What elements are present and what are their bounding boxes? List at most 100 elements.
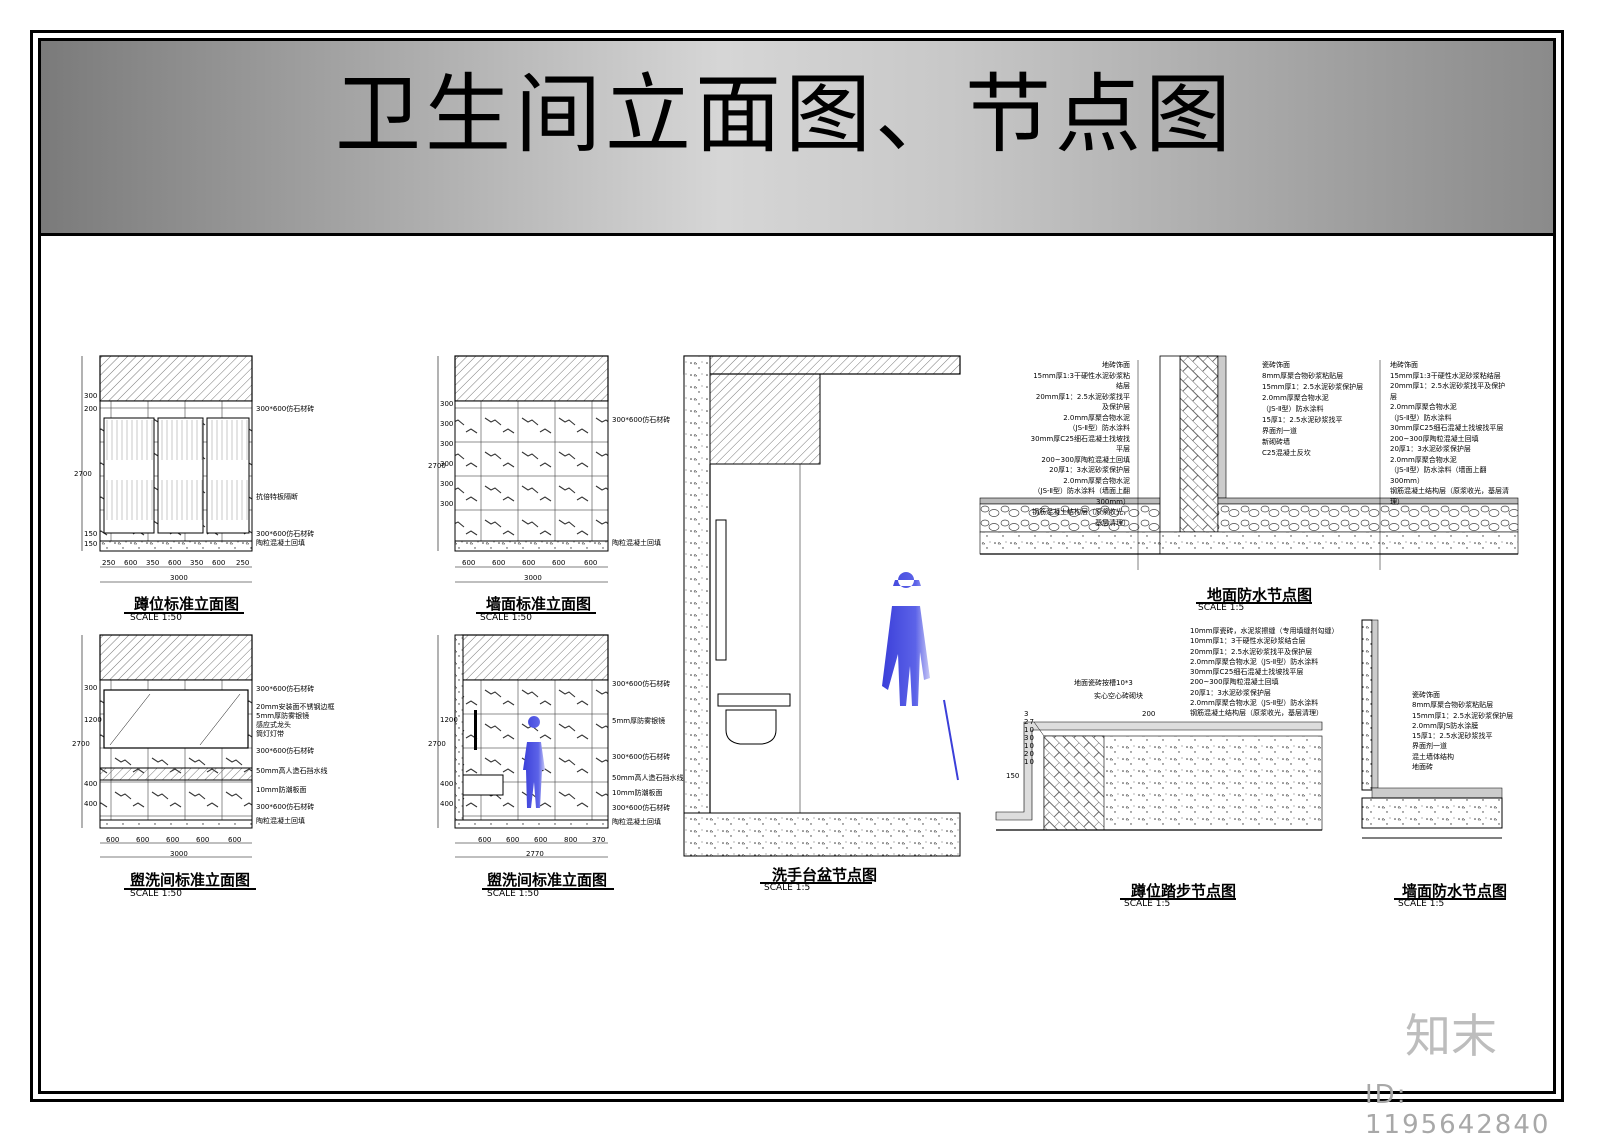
note: 10mm防潮板面 xyxy=(256,786,307,794)
note: 15厚1：2.5水泥砂浆找平 xyxy=(1262,416,1343,424)
inner-frame xyxy=(38,38,1556,1094)
note: 30mm厚C25细石混凝土找坡找平层 xyxy=(1390,424,1504,432)
note: 20厚1：3水泥砂浆保护层 xyxy=(1390,445,1471,453)
dim-text: 400 xyxy=(440,780,454,788)
note: 200~300厚陶粒混凝土回填 xyxy=(1390,434,1479,443)
dim-text: 400 xyxy=(440,800,454,808)
dim-text: 350 xyxy=(190,559,204,567)
dim-text: 27 xyxy=(1024,718,1035,726)
node-squat-step xyxy=(995,721,1323,831)
dim-text: 300 xyxy=(440,440,454,448)
title-underline xyxy=(1120,898,1236,900)
elevation-wall xyxy=(437,355,609,583)
note: 2.0mm厚JS防水涂膜 xyxy=(1412,721,1479,730)
note: 8mm厚聚合物砂浆粘贴层 xyxy=(1412,701,1494,710)
dim-text: 30 xyxy=(1024,734,1035,742)
dim-text: 150 xyxy=(84,540,98,548)
dim-total: 2770 xyxy=(526,850,544,858)
dim-text: 10 xyxy=(1024,758,1035,766)
dim-text: 200 xyxy=(84,405,98,413)
note: （JS-Ⅱ型）防水涂料 xyxy=(1262,405,1324,413)
title-underline xyxy=(1394,898,1506,900)
note: 2.0mm厚聚合物水泥 xyxy=(1390,403,1457,411)
note: （JS-Ⅱ型）防水涂料（墙面上翻300mm） xyxy=(1033,487,1130,506)
dim-text: 800 xyxy=(564,836,578,844)
note: C25混凝土反坎 xyxy=(1262,449,1311,457)
note: 钢筋混凝土结构层（原浆收光，基层清理） xyxy=(1390,487,1509,506)
dim-text: 600 xyxy=(124,559,138,567)
drawing-title: 蹲位踏步节点图 xyxy=(1131,882,1237,900)
dim-text: 600 xyxy=(166,836,180,844)
note: 30mm厚C25细石混凝土找坡找平层 xyxy=(1030,434,1130,454)
dim-total: 3000 xyxy=(170,850,188,858)
note: 50mm高人造石挡水线 xyxy=(256,767,328,775)
dim-text: 600 xyxy=(196,836,210,844)
note: 15mm厚1:3干硬性水泥砂浆粘结层 xyxy=(1033,371,1130,391)
note: 混土墙体结构 xyxy=(1412,752,1454,761)
dim-text: 600 xyxy=(136,836,150,844)
note-stack: 瓷砖饰面 8mm厚聚合物砂浆粘贴层 15mm厚1：2.5水泥砂浆保护层 2.0m… xyxy=(1262,360,1363,459)
note: 300*600仿石材砖 xyxy=(256,747,315,755)
note: 300*600仿石材砖 xyxy=(256,803,315,811)
note: 300*600仿石材砖 xyxy=(612,680,671,688)
note: 新砌砖墙 xyxy=(1262,438,1290,446)
dim-text: 300 xyxy=(440,500,454,508)
dim-total: 3000 xyxy=(524,574,542,582)
dim-text: 300 xyxy=(84,684,98,692)
note: 钢筋混凝土结构层（原浆收光，基层清理） xyxy=(1190,709,1323,718)
note: 15厚1：2.5水泥砂浆找平 xyxy=(1412,732,1493,741)
title-underline xyxy=(1196,602,1312,604)
dim-text: 2700 xyxy=(428,462,446,470)
dim-text: 300 xyxy=(440,400,454,408)
note: 10mm厚1：3干硬性水泥砂浆结合层 xyxy=(1190,637,1306,646)
note: （JS-Ⅱ型）防水涂料 xyxy=(1390,413,1452,422)
scale-label: SCALE 1:50 xyxy=(487,889,539,899)
note: 5mm厚防雾银镜 xyxy=(256,712,310,720)
dim-text: 600 xyxy=(522,559,536,567)
elevation-washroom-left xyxy=(81,634,253,858)
note: 瓷砖饰面 xyxy=(1262,361,1290,369)
note: 2.0mm厚聚合物水泥 xyxy=(1063,413,1130,422)
dim-text: 300 xyxy=(440,420,454,428)
note: 20厚1：3水泥砂浆保护层 xyxy=(1049,466,1130,474)
note: 2.0mm厚聚合物水泥（JS-Ⅱ型）防水涂料 xyxy=(1190,699,1319,708)
dim-text: 250 xyxy=(102,559,116,567)
drawing-title: 洗手台盆节点图 xyxy=(772,866,878,884)
dim-text: 370 xyxy=(592,836,606,844)
dim-text: 600 xyxy=(584,559,598,567)
dim-text: 20 xyxy=(1024,750,1035,758)
watermark-id: ID: 1195642840 xyxy=(1365,1080,1551,1140)
note: 300*600仿石材砖 xyxy=(256,685,315,693)
dim-text: 2700 xyxy=(428,740,446,748)
dim-text: 150 xyxy=(84,530,98,538)
drawing-title: 蹲位标准立面图 xyxy=(134,595,240,613)
dim-text: 600 xyxy=(168,559,182,567)
scale-label: SCALE 1:50 xyxy=(130,889,182,899)
dim-text: 1200 xyxy=(440,716,458,724)
title-underline xyxy=(124,888,256,890)
dim-text: 600 xyxy=(506,836,520,844)
note: 瓷砖饰面 xyxy=(1412,691,1440,699)
note: 界面剂一道 xyxy=(1262,427,1297,435)
note: 筒灯灯带 xyxy=(256,730,284,738)
note: 15mm厚1:3干硬性水泥砂浆粘结层 xyxy=(1390,371,1501,380)
note: 实心空心砖砌块 xyxy=(1094,692,1143,700)
node-floor-waterproof xyxy=(979,355,1519,570)
elevation-washroom-right xyxy=(437,634,609,858)
dim-text: 3 xyxy=(1024,710,1030,718)
dim-text: 150 xyxy=(1006,772,1020,780)
note-stack: 地砖饰面 15mm厚1:3干硬性水泥砂浆粘结层 20mm厚1：2.5水泥砂浆找平… xyxy=(1030,360,1130,528)
note: 2.0mm厚聚合物水泥 xyxy=(1262,394,1329,402)
note: 300*600仿石材砖 xyxy=(256,405,315,413)
dim-text: 200 xyxy=(1142,710,1156,718)
dim-text: 600 xyxy=(212,559,226,567)
title-underline xyxy=(476,612,596,614)
title-underline xyxy=(760,882,872,884)
dim-text: 2700 xyxy=(74,470,92,478)
scale-label: SCALE 1:50 xyxy=(130,613,182,623)
note: 陶粒混凝土回填 xyxy=(612,539,661,547)
note: 300*600仿石材砖 xyxy=(612,416,671,424)
note: 陶粒混凝土回填 xyxy=(256,539,305,547)
